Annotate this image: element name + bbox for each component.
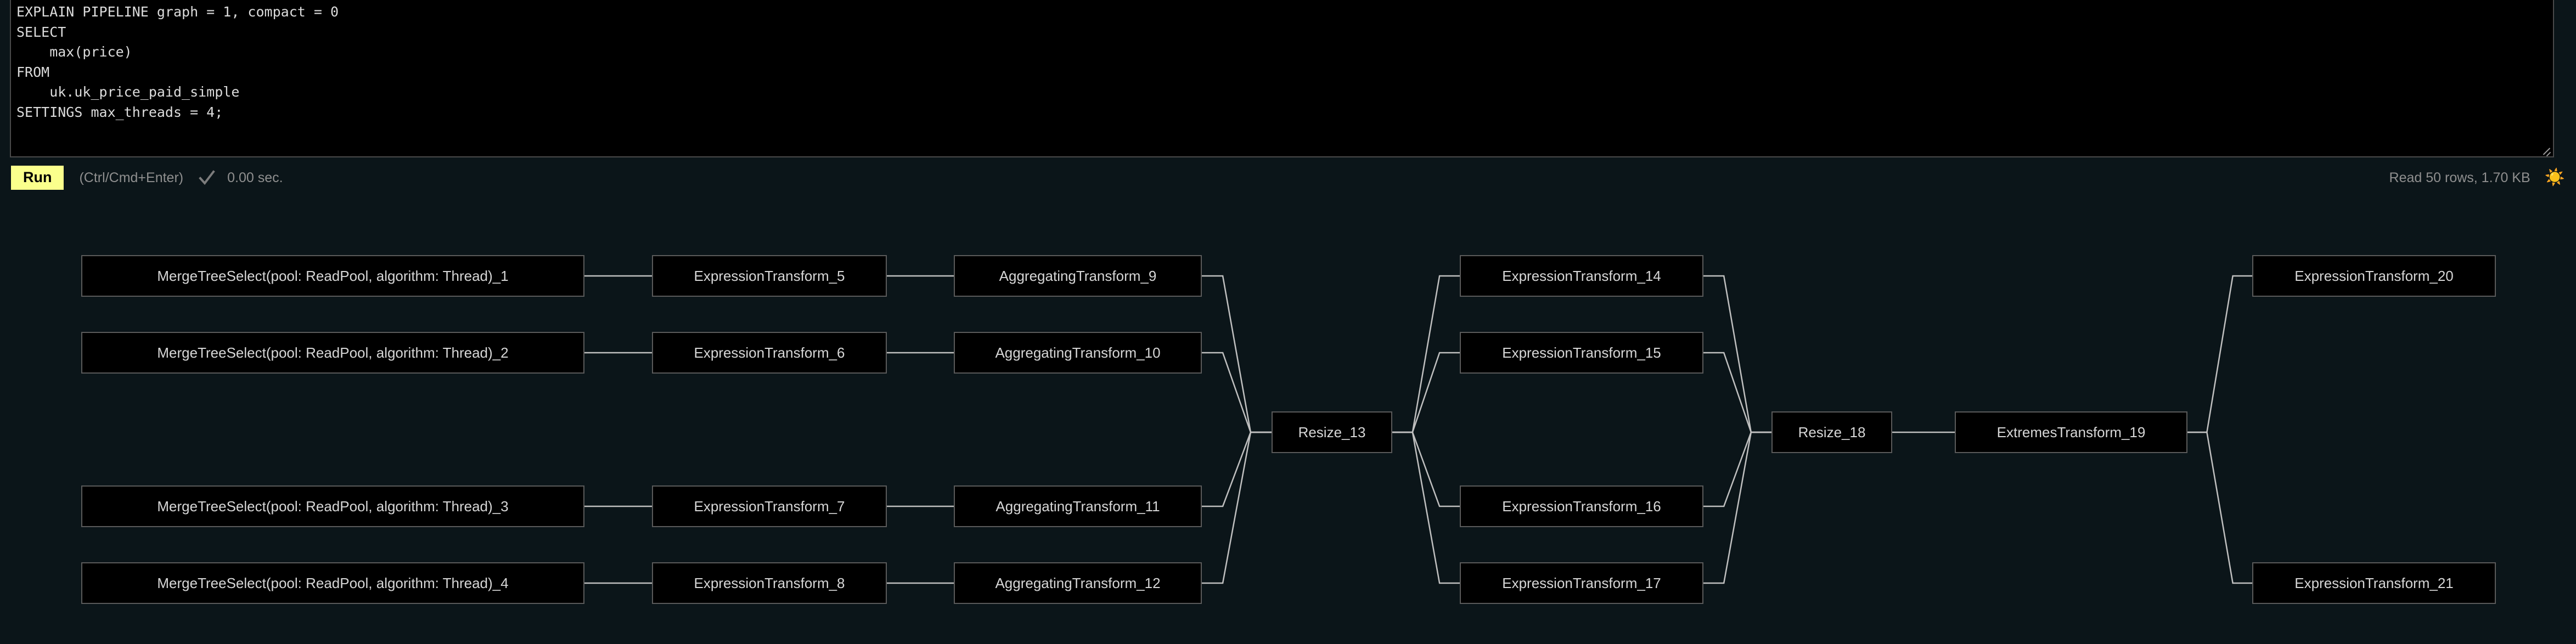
graph-node-label: MergeTreeSelect(pool: ReadPool, algorith… xyxy=(157,498,509,515)
graph-node-label: Resize_18 xyxy=(1798,423,1866,440)
graph-node-label: AggregatingTransform_12 xyxy=(995,574,1161,591)
graph-node-label: ExpressionTransform_6 xyxy=(694,344,845,361)
graph-node-label: ExpressionTransform_7 xyxy=(694,498,845,515)
elapsed-time-label: 0.00 sec. xyxy=(227,170,283,185)
sql-query-input[interactable] xyxy=(10,0,2554,157)
graph-node[interactable]: AggregatingTransform_10 xyxy=(954,332,1202,374)
graph-edge xyxy=(2187,431,2252,584)
graph-node-label: ExpressionTransform_5 xyxy=(694,267,845,284)
graph-node[interactable]: AggregatingTransform_12 xyxy=(954,562,1202,604)
graph-edge xyxy=(1703,431,1771,584)
graph-edge xyxy=(1703,431,1771,507)
graph-edge-layer xyxy=(584,275,2252,584)
graph-node[interactable]: ExpressionTransform_14 xyxy=(1460,255,1703,297)
graph-edge xyxy=(1202,431,1272,507)
graph-node-label: ExpressionTransform_20 xyxy=(2294,267,2454,284)
graph-node[interactable]: ExpressionTransform_5 xyxy=(652,255,887,297)
graph-node[interactable]: MergeTreeSelect(pool: ReadPool, algorith… xyxy=(81,255,584,297)
graph-node[interactable]: ExpressionTransform_8 xyxy=(652,562,887,604)
graph-node-label: AggregatingTransform_10 xyxy=(995,344,1161,361)
graph-node[interactable]: Resize_13 xyxy=(1272,411,1392,453)
graph-node-label: MergeTreeSelect(pool: ReadPool, algorith… xyxy=(157,267,509,284)
graph-edge xyxy=(1202,352,1272,433)
graph-node-label: ExpressionTransform_21 xyxy=(2294,574,2454,591)
graph-node[interactable]: AggregatingTransform_11 xyxy=(954,485,1202,527)
graph-edge xyxy=(1392,431,1460,584)
graph-node-label: ExtremesTransform_19 xyxy=(1996,423,2146,440)
graph-node[interactable]: ExpressionTransform_20 xyxy=(2252,255,2496,297)
run-shortcut-hint: (Ctrl/Cmd+Enter) xyxy=(79,170,184,185)
graph-node-label: ExpressionTransform_8 xyxy=(694,574,845,591)
graph-edge xyxy=(1392,275,1460,433)
graph-edge xyxy=(2187,275,2252,433)
graph-node[interactable]: AggregatingTransform_9 xyxy=(954,255,1202,297)
graph-node[interactable]: ExpressionTransform_15 xyxy=(1460,332,1703,374)
run-button[interactable]: Run xyxy=(11,165,64,190)
graph-node-label: AggregatingTransform_9 xyxy=(999,267,1157,284)
graph-edge xyxy=(1202,275,1272,433)
graph-node[interactable]: Resize_18 xyxy=(1771,411,1892,453)
graph-node-label: ExpressionTransform_14 xyxy=(1502,267,1661,284)
read-stats-label: Read 50 rows, 1.70 KB xyxy=(2389,170,2530,185)
graph-node[interactable]: MergeTreeSelect(pool: ReadPool, algorith… xyxy=(81,332,584,374)
graph-node[interactable]: ExpressionTransform_17 xyxy=(1460,562,1703,604)
graph-node[interactable]: ExpressionTransform_16 xyxy=(1460,485,1703,527)
graph-edge xyxy=(1703,275,1771,433)
graph-node-label: MergeTreeSelect(pool: ReadPool, algorith… xyxy=(157,344,509,361)
query-toolbar: Run (Ctrl/Cmd+Enter) 0.00 sec. Read 50 r… xyxy=(0,160,2576,195)
graph-edge xyxy=(1703,352,1771,433)
graph-node-label: ExpressionTransform_17 xyxy=(1502,574,1661,591)
graph-node[interactable]: ExtremesTransform_19 xyxy=(1955,411,2187,453)
graph-node-label: ExpressionTransform_15 xyxy=(1502,344,1661,361)
graph-edge xyxy=(1392,352,1460,433)
graph-node-label: ExpressionTransform_16 xyxy=(1502,498,1661,515)
sql-editor-container xyxy=(10,0,2554,157)
graph-node[interactable]: MergeTreeSelect(pool: ReadPool, algorith… xyxy=(81,562,584,604)
graph-edge xyxy=(1202,431,1272,584)
check-icon xyxy=(199,170,215,186)
graph-node[interactable]: ExpressionTransform_6 xyxy=(652,332,887,374)
sun-icon[interactable]: ☀️ xyxy=(2544,168,2565,187)
graph-node-label: AggregatingTransform_11 xyxy=(995,498,1160,515)
graph-node[interactable]: MergeTreeSelect(pool: ReadPool, algorith… xyxy=(81,485,584,527)
toolbar-right-group: Read 50 rows, 1.70 KB ☀️ xyxy=(2389,170,2565,186)
pipeline-graph: MergeTreeSelect(pool: ReadPool, algorith… xyxy=(0,203,2576,644)
graph-node-label: MergeTreeSelect(pool: ReadPool, algorith… xyxy=(157,574,509,591)
graph-node[interactable]: ExpressionTransform_21 xyxy=(2252,562,2496,604)
graph-node[interactable]: ExpressionTransform_7 xyxy=(652,485,887,527)
graph-node-label: Resize_13 xyxy=(1298,423,1366,440)
graph-edge xyxy=(1392,431,1460,507)
